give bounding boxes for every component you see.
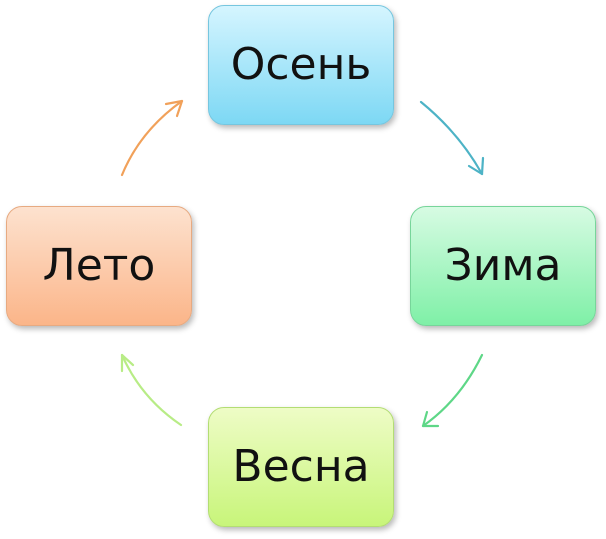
node-winter: Зима (410, 206, 596, 326)
arrowhead-winter-to-spring (421, 410, 440, 428)
node-autumn: Осень (208, 5, 394, 125)
node-winter-label: Зима (444, 240, 562, 291)
arrow-summer-to-autumn (120, 99, 184, 177)
node-spring-label: Весна (232, 441, 370, 492)
arrowhead-summer-to-autumn (164, 99, 184, 118)
arrow-autumn-to-winter (419, 100, 484, 176)
node-spring: Весна (208, 407, 394, 527)
node-autumn-label: Осень (230, 39, 372, 90)
arrowhead-spring-to-summer (120, 353, 135, 373)
node-summer-label: Лето (42, 240, 156, 291)
node-summer: Лето (6, 206, 192, 326)
arrow-winter-to-spring (421, 353, 484, 428)
arrowhead-autumn-to-winter (467, 156, 485, 176)
arrow-spring-to-summer (120, 353, 183, 427)
